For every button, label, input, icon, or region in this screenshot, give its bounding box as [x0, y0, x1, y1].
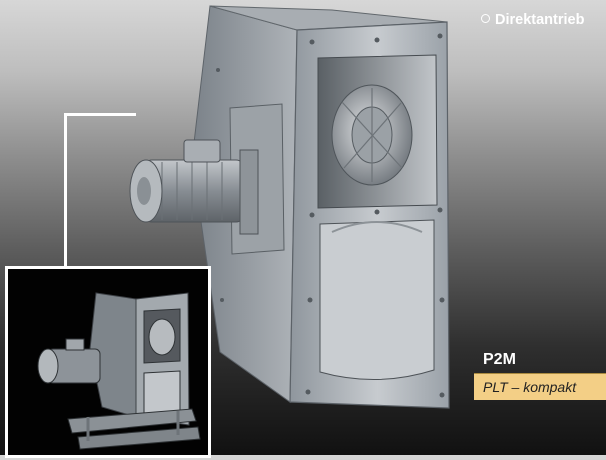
callout-connector-horizontal: [64, 113, 136, 116]
model-code: P2M: [483, 351, 516, 368]
caption-text: PLT – kompakt: [483, 379, 577, 395]
inset-fan-image: [5, 266, 211, 458]
main-fan-image: [129, 5, 450, 409]
feature-label: Direktantrieb: [481, 12, 584, 28]
caption-box: PLT – kompakt: [474, 373, 606, 400]
inset-fan-drawing: [37, 292, 201, 450]
feature-text: Direktantrieb: [495, 12, 585, 28]
bullet-circle-icon: [481, 14, 490, 23]
callout-connector-vertical: [64, 113, 67, 268]
